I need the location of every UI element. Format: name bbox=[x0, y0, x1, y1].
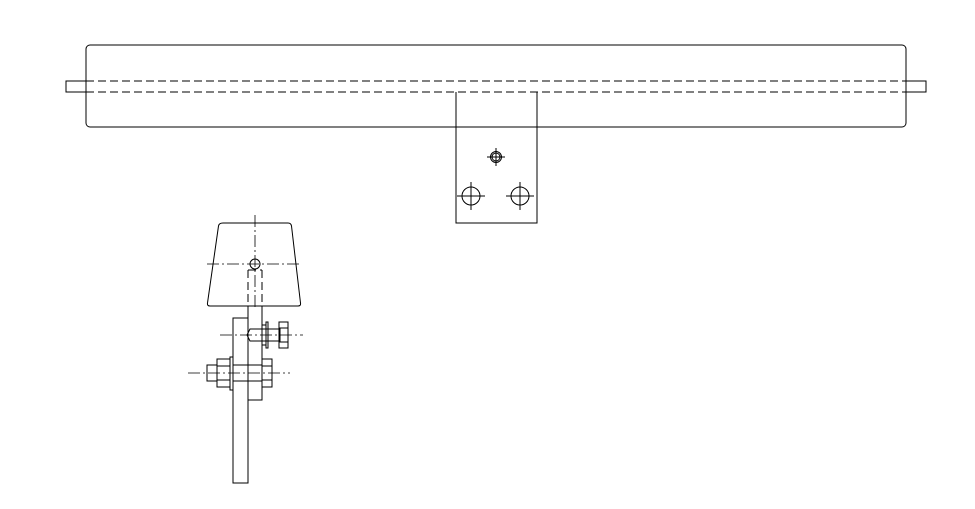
upper-bolt bbox=[220, 321, 303, 349]
shaft-rod bbox=[65, 80, 927, 93]
beam-body bbox=[85, 44, 907, 128]
post bbox=[247, 306, 263, 401]
mount-hole-right bbox=[506, 182, 534, 210]
lower-bolt bbox=[188, 356, 290, 391]
front-view bbox=[65, 44, 927, 224]
mount-hole-left bbox=[457, 182, 485, 210]
small-hole bbox=[487, 148, 505, 166]
hidden-post bbox=[247, 269, 263, 306]
mounting-bracket bbox=[455, 92, 538, 224]
beam-section bbox=[206, 222, 302, 307]
rod-section bbox=[249, 258, 261, 270]
side-view bbox=[188, 215, 303, 484]
plate bbox=[232, 317, 249, 484]
